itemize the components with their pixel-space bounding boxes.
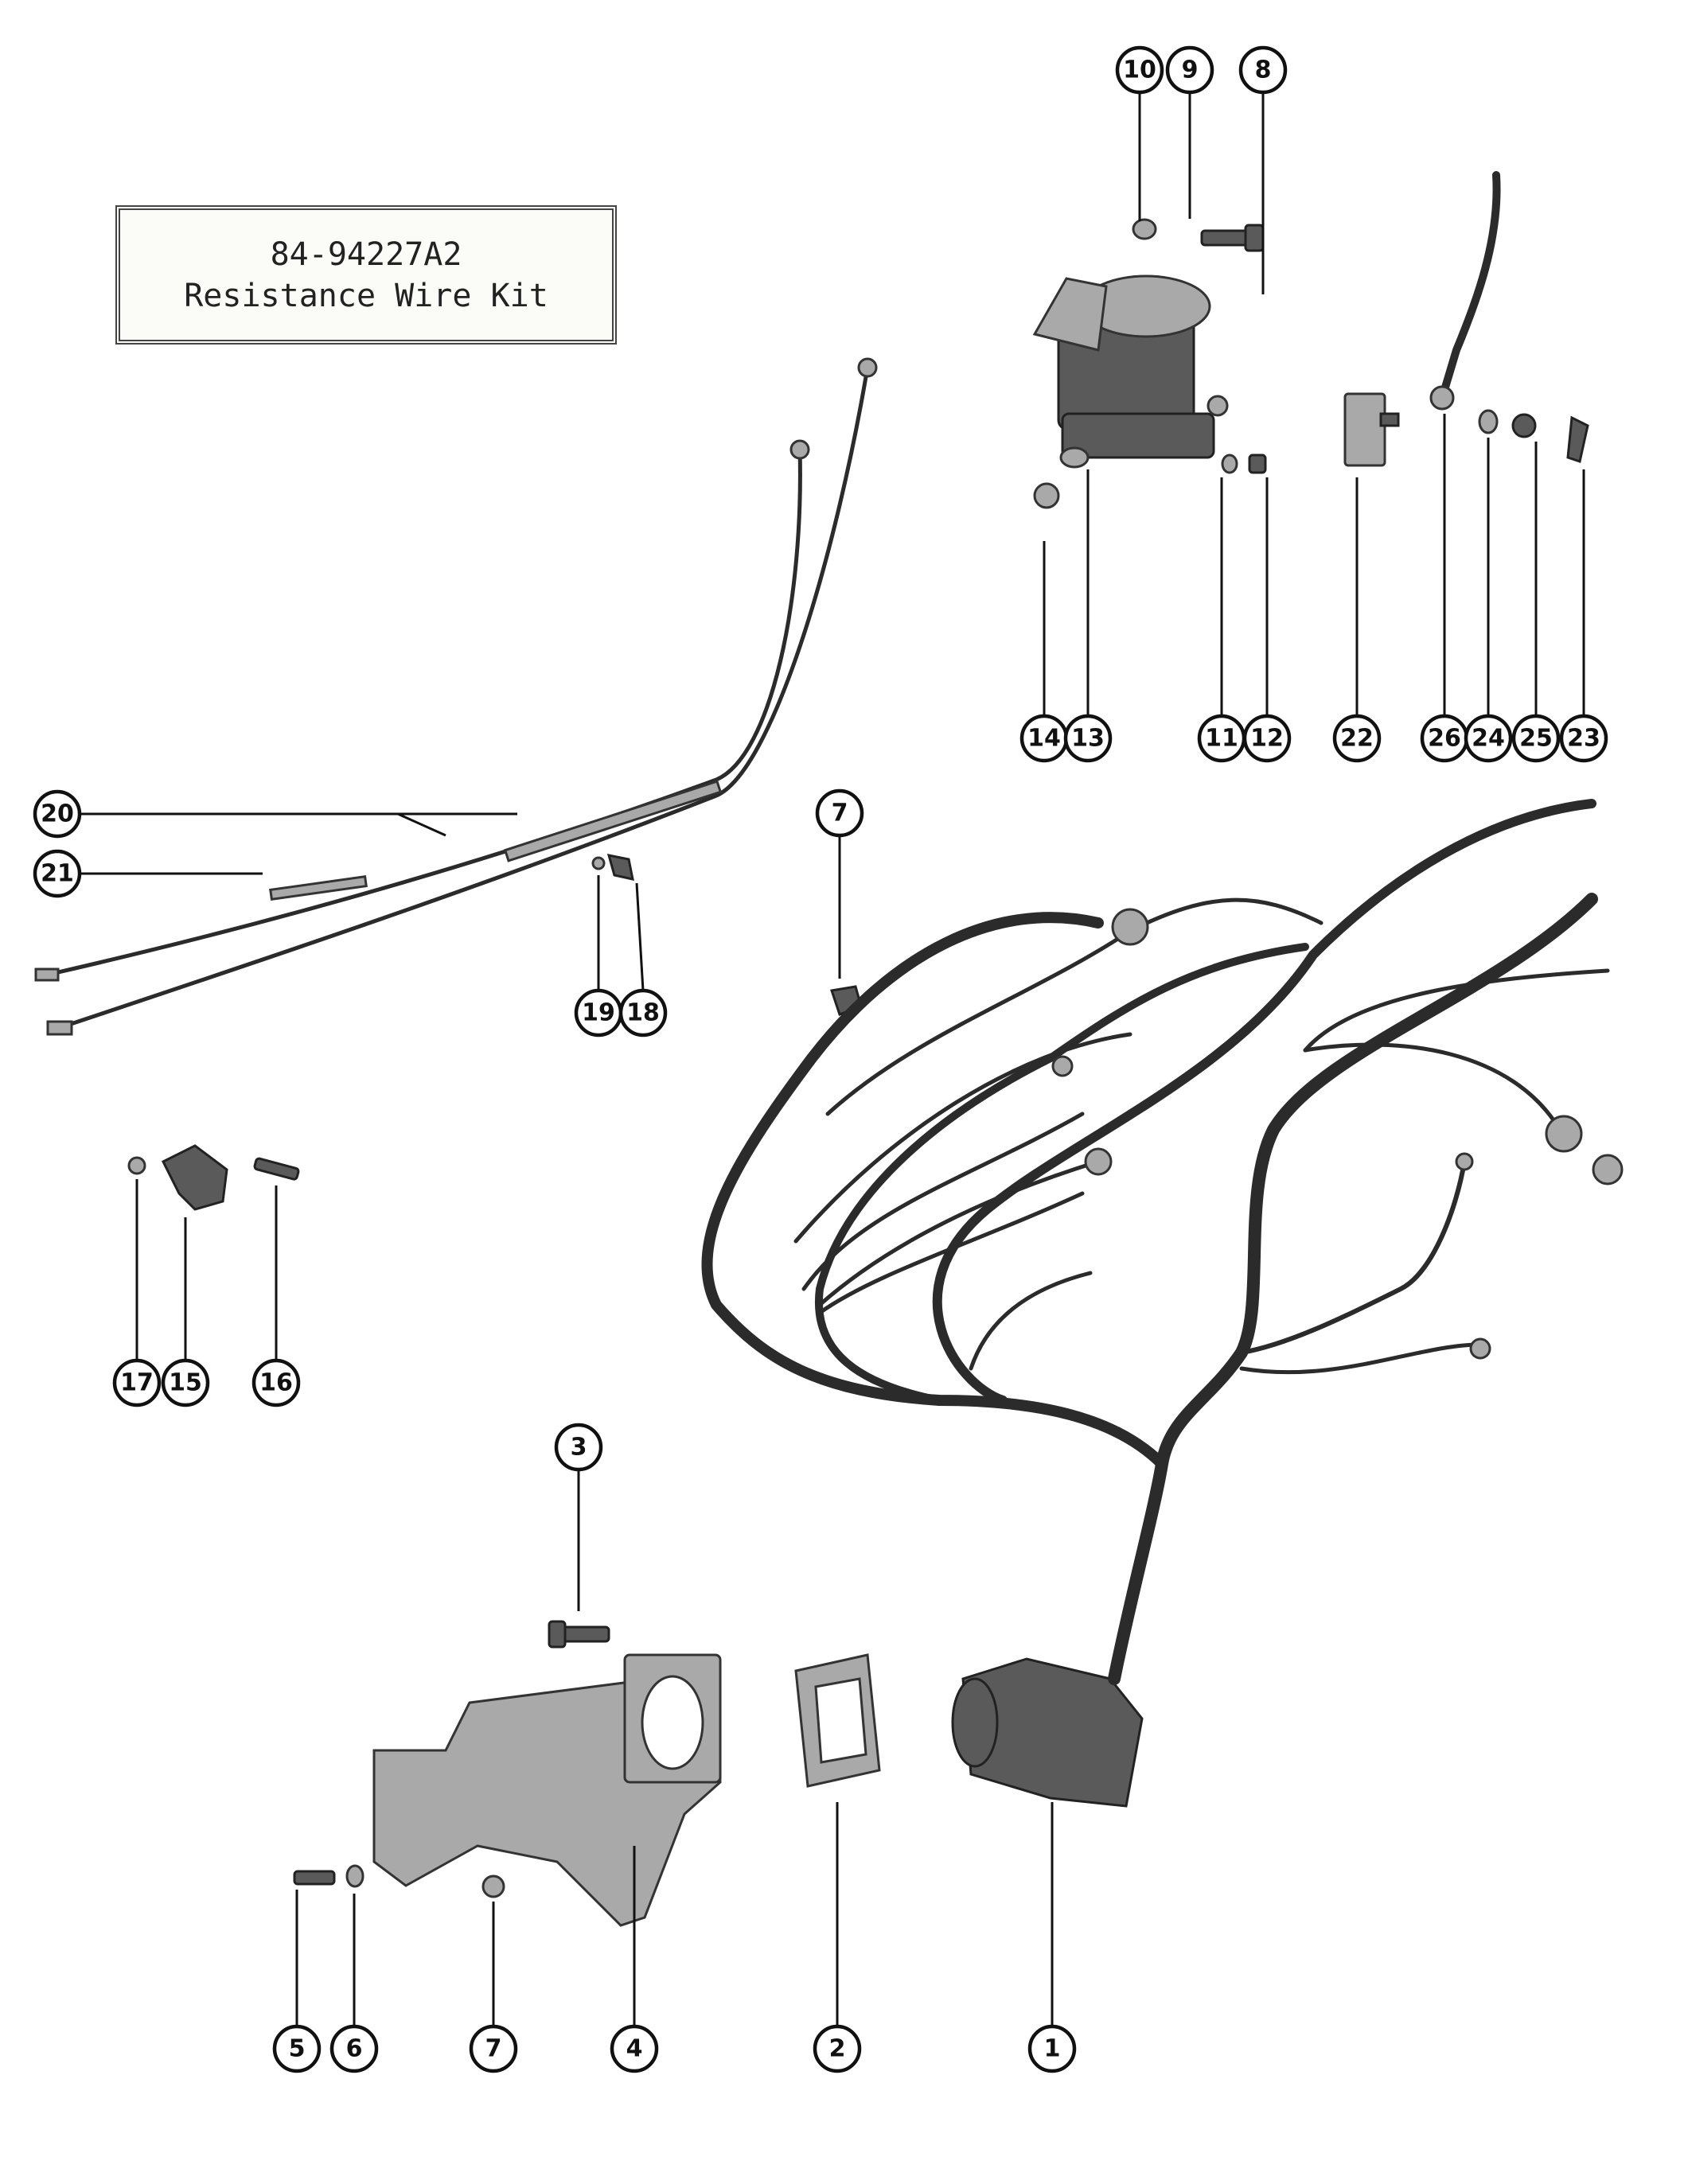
callout-3: 3 xyxy=(554,1423,603,1472)
svg-text:19: 19 xyxy=(582,999,615,1027)
callout-7-lower: 7 xyxy=(469,2024,518,2073)
svg-text:7: 7 xyxy=(485,2035,502,2063)
harness-plug xyxy=(951,1657,1144,1808)
svg-text:20: 20 xyxy=(41,800,74,828)
svg-text:12: 12 xyxy=(1250,725,1284,753)
kit-part-number: 84-94227A2 xyxy=(270,236,462,273)
solenoid-nuts-large xyxy=(1033,446,1090,509)
svg-text:21: 21 xyxy=(41,860,74,888)
svg-text:6: 6 xyxy=(346,2035,363,2063)
svg-text:26: 26 xyxy=(1428,725,1461,753)
callout-6: 6 xyxy=(329,2024,379,2073)
callout-5: 5 xyxy=(272,2024,322,2073)
terminal-hardware xyxy=(1478,409,1589,463)
callout-8: 8 xyxy=(1238,45,1288,95)
terminal-mount xyxy=(127,1144,300,1211)
svg-text:24: 24 xyxy=(1472,725,1505,753)
terminal-block xyxy=(1343,392,1400,467)
cable-lead xyxy=(1429,171,1501,411)
callout-24: 24 xyxy=(1464,714,1513,763)
svg-text:1: 1 xyxy=(1044,2035,1061,2063)
mounting-bracket xyxy=(372,1653,722,1927)
callout-26: 26 xyxy=(1420,714,1469,763)
svg-text:13: 13 xyxy=(1071,725,1105,753)
svg-text:15: 15 xyxy=(169,1369,202,1397)
svg-text:11: 11 xyxy=(1205,725,1238,753)
callout-11: 11 xyxy=(1197,714,1246,763)
clip-small xyxy=(591,854,634,881)
callout-25: 25 xyxy=(1511,714,1561,763)
svg-text:10: 10 xyxy=(1123,56,1156,84)
svg-text:25: 25 xyxy=(1519,725,1553,753)
callout-2: 2 xyxy=(813,2024,862,2073)
callout-15: 15 xyxy=(161,1358,210,1407)
kit-label-box: 84-94227A2 Resistance Wire Kit xyxy=(115,205,617,345)
solenoid-washer xyxy=(1132,218,1157,240)
callout-10: 10 xyxy=(1115,45,1164,95)
callout-4: 4 xyxy=(610,2024,659,2073)
solenoid-screw xyxy=(1200,224,1265,252)
callout-17: 17 xyxy=(112,1358,162,1407)
callout-21: 21 xyxy=(33,849,82,898)
callout-19: 19 xyxy=(574,988,623,1037)
svg-text:23: 23 xyxy=(1567,725,1600,753)
svg-text:18: 18 xyxy=(626,999,660,1027)
solenoid-nuts-small xyxy=(1221,454,1267,474)
svg-text:9: 9 xyxy=(1182,56,1199,84)
callout-20: 20 xyxy=(33,789,82,839)
callout-13: 13 xyxy=(1063,714,1113,763)
svg-text:16: 16 xyxy=(259,1369,293,1397)
resistance-wire xyxy=(34,357,878,1036)
svg-text:2: 2 xyxy=(829,2035,846,2063)
callout-18: 18 xyxy=(618,988,668,1037)
leader-lines xyxy=(80,94,1585,2026)
mounting-screw xyxy=(548,1620,610,1649)
bracket-fasteners xyxy=(293,1864,505,1898)
kit-description: Resistance Wire Kit xyxy=(184,277,548,314)
svg-text:17: 17 xyxy=(120,1369,154,1397)
callout-14: 14 xyxy=(1019,714,1069,763)
callout-12: 12 xyxy=(1242,714,1292,763)
svg-text:4: 4 xyxy=(626,2035,643,2063)
svg-text:14: 14 xyxy=(1027,725,1061,753)
svg-text:22: 22 xyxy=(1340,725,1374,753)
svg-text:7: 7 xyxy=(832,800,848,827)
callout-22: 22 xyxy=(1332,714,1382,763)
svg-text:8: 8 xyxy=(1255,56,1272,84)
starter-solenoid xyxy=(1032,274,1229,459)
plug-gasket xyxy=(794,1653,881,1788)
callout-7-upper: 7 xyxy=(815,788,864,838)
callout-1: 1 xyxy=(1027,2024,1077,2073)
callout-9: 9 xyxy=(1165,45,1214,95)
svg-text:5: 5 xyxy=(289,2035,306,2063)
callout-16: 16 xyxy=(251,1358,301,1407)
callout-23: 23 xyxy=(1559,714,1608,763)
svg-text:3: 3 xyxy=(571,1434,587,1462)
wiring-harness xyxy=(701,799,1624,1685)
